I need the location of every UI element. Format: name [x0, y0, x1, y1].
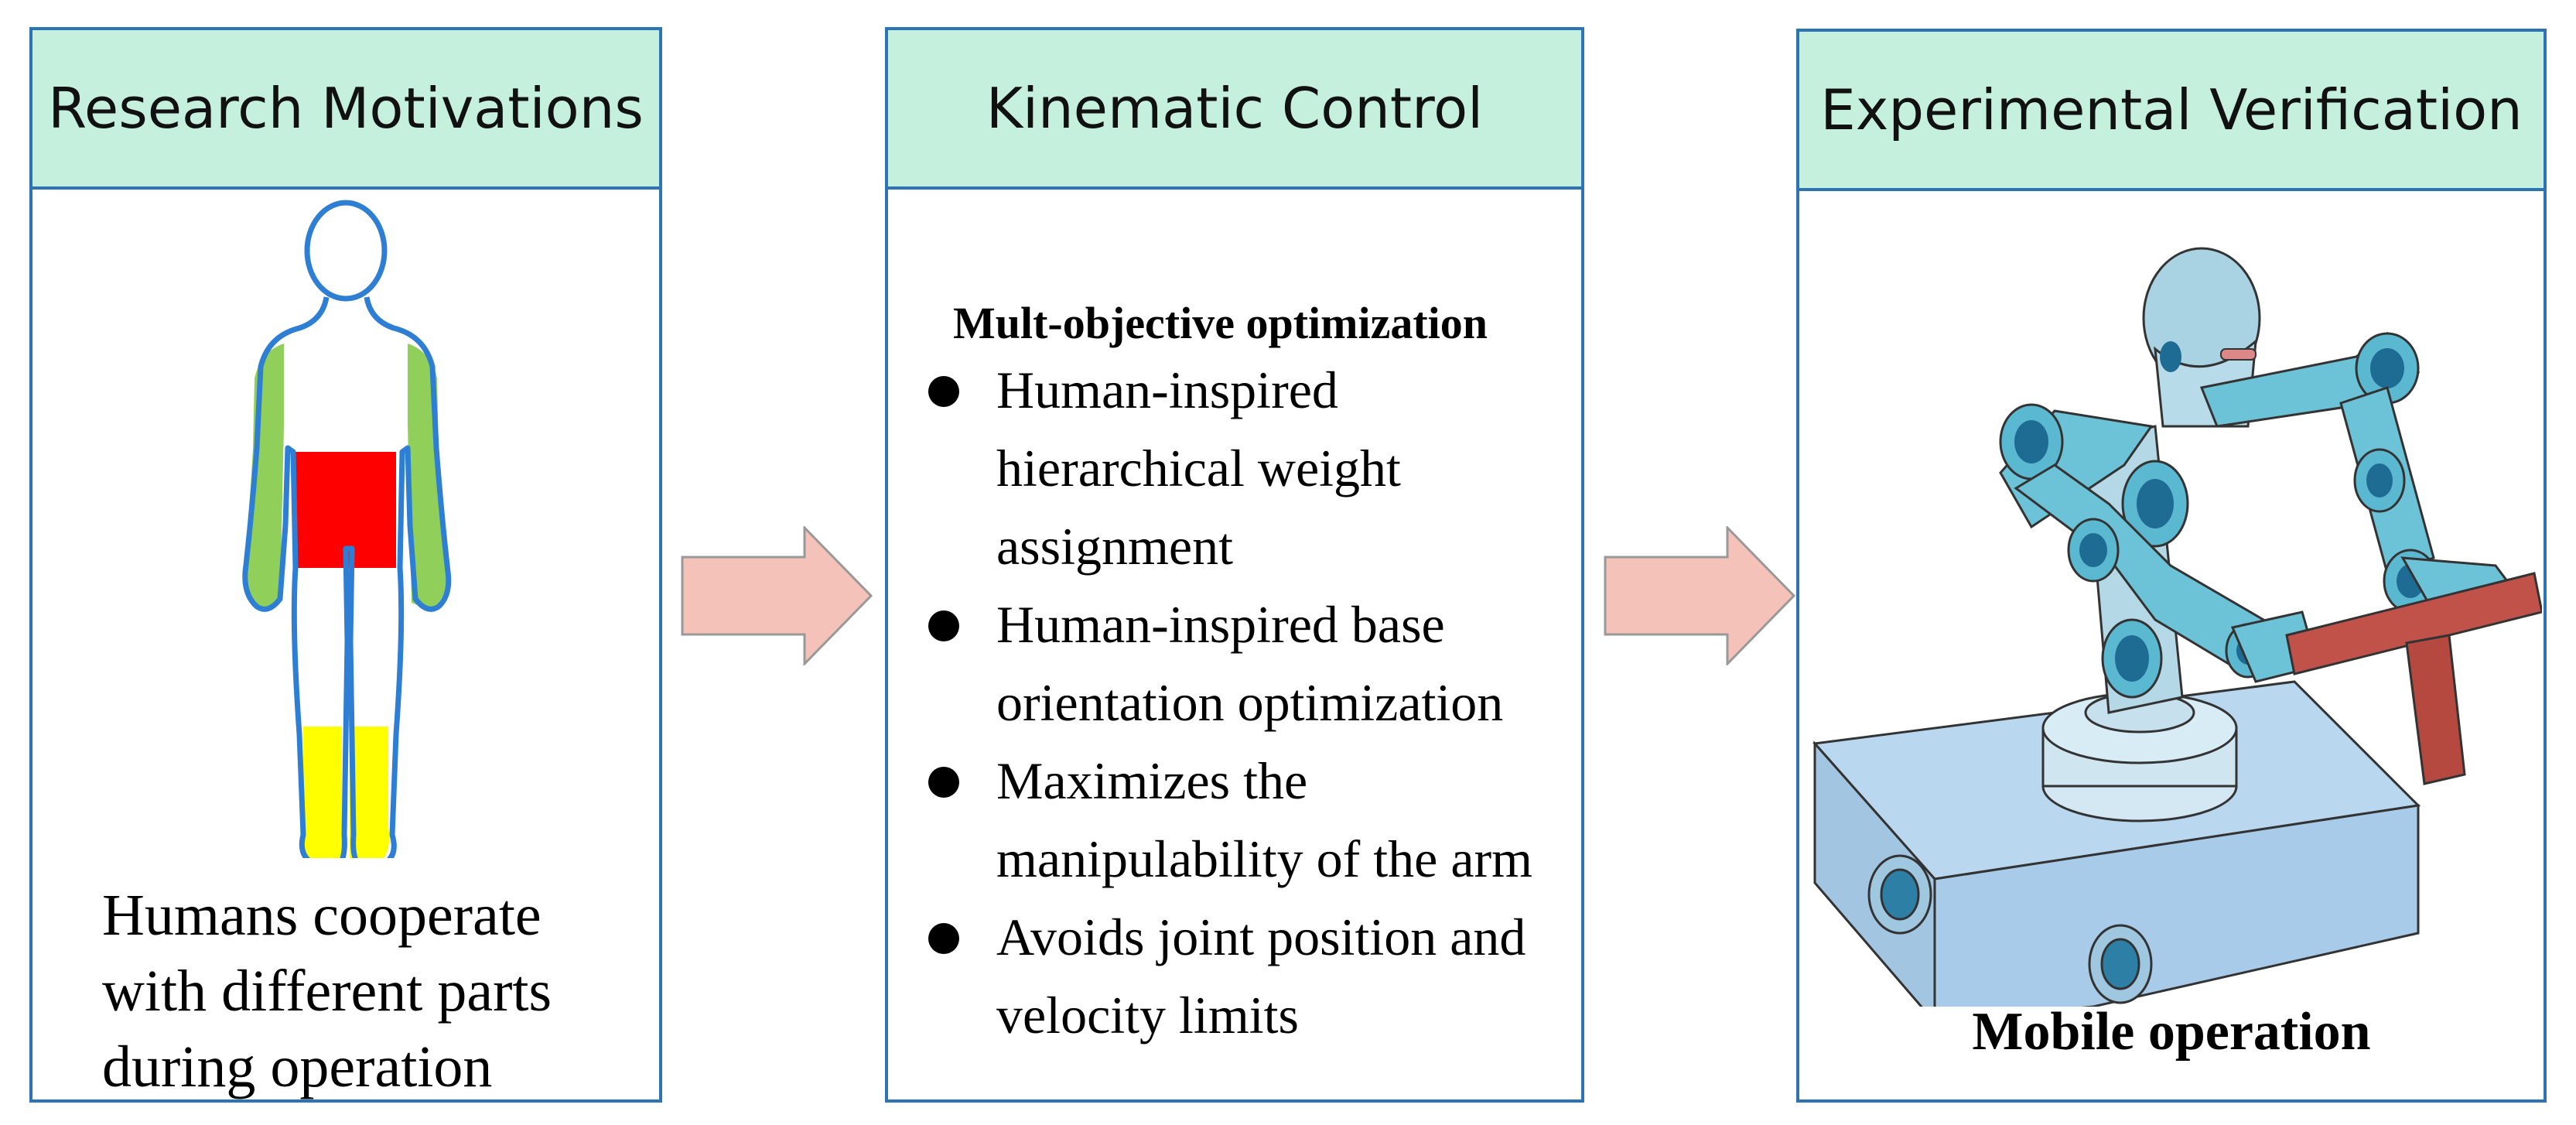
objective-4-line-2: velocity limits	[996, 986, 1299, 1045]
objective-item-1: Human-inspired hierarchical weight assig…	[888, 351, 1569, 586]
caption-line-3: during operation	[102, 1034, 493, 1099]
objective-3-line-2: manipulability of the arm	[996, 829, 1533, 888]
mobile-operation-caption: Mobile operation	[1972, 1002, 2371, 1062]
objective-2-line-1: Human-inspired base	[996, 595, 1445, 654]
experimental-verification-title: Experimental Verification	[1799, 32, 2544, 191]
bullet-dot-icon	[928, 376, 959, 407]
objective-item-2: Human-inspired base orientation optimiza…	[888, 586, 1569, 742]
research-motivations-title: Research Motivations	[32, 30, 659, 190]
objective-3-line-1: Maximizes the	[996, 751, 1308, 810]
motivations-caption: Humans cooperate with different parts du…	[102, 877, 659, 1105]
objective-1-line-3: assignment	[996, 517, 1233, 576]
objective-list: Human-inspired hierarchical weight assig…	[888, 351, 1569, 1055]
research-motivations-panel: Research Motivations Humans cooperate wi…	[29, 27, 662, 1103]
right-arrow-2-icon	[1604, 526, 1796, 665]
caption-line-1: Humans cooperate	[102, 883, 542, 948]
caption-line-2: with different parts	[102, 959, 552, 1024]
objective-item-4: Avoids joint position and velocity limit…	[888, 898, 1569, 1055]
objective-item-3: Maximizes the manipulability of the arm	[888, 742, 1569, 898]
objective-1-line-2: hierarchical weight	[996, 439, 1401, 498]
kinematic-control-panel: Kinematic Control Mult-objective optimiz…	[885, 27, 1584, 1103]
optimization-subtitle: Mult-objective optimization	[953, 298, 1488, 348]
mobile-robot-illustration-icon	[1812, 247, 2542, 1007]
objective-4-line-1: Avoids joint position and	[996, 908, 1526, 966]
objective-2-line-2: orientation optimization	[996, 673, 1504, 732]
bullet-dot-icon	[928, 610, 959, 641]
kinematic-control-title: Kinematic Control	[888, 30, 1581, 190]
human-body-figure-icon	[242, 200, 452, 858]
bullet-dot-icon	[928, 767, 959, 798]
experimental-verification-panel: Experimental Verification	[1796, 29, 2547, 1103]
bullet-dot-icon	[928, 923, 959, 954]
objective-1-line-1: Human-inspired	[996, 361, 1338, 419]
right-arrow-1-icon	[681, 526, 873, 665]
